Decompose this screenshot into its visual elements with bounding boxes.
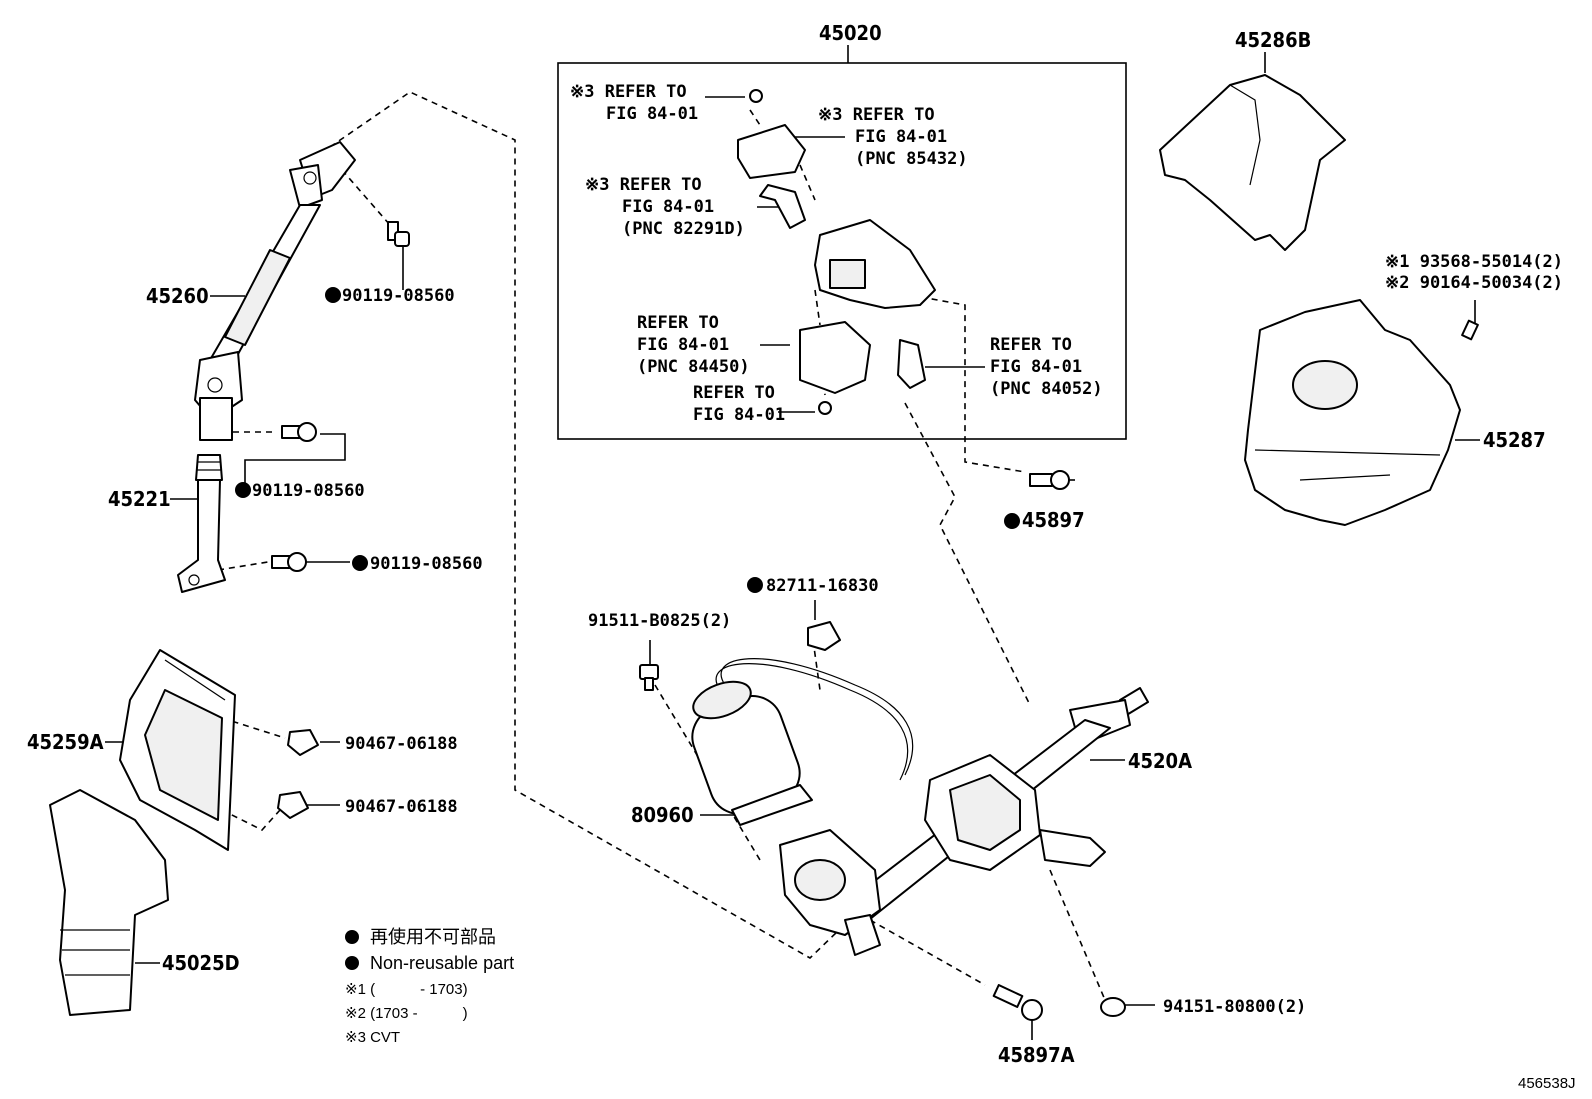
label-45287: 45287	[1483, 428, 1546, 452]
non-reusable-markers	[235, 287, 1020, 593]
nut-94151-80800[interactable]	[1100, 997, 1126, 1017]
ref-note-5-line2: FIG 84-01	[693, 405, 785, 425]
leader-lines	[105, 45, 1480, 1040]
bolt-90119-08560-upper[interactable]	[387, 221, 410, 247]
part-labels: 45020 45286B 45260 45221 45259A 45025D 4…	[27, 21, 1563, 1067]
ref-note-3-line2: FIG 84-01	[622, 197, 714, 217]
bolt-90119-08560-middle[interactable]	[281, 422, 317, 442]
legend-note-1: ※1 ( - 1703)	[345, 981, 468, 998]
label-4520A: 4520A	[1128, 749, 1192, 773]
ref-note-1-line1: ※3 REFER TO	[570, 82, 687, 102]
bolt-45897[interactable]	[1029, 470, 1070, 490]
steering-column-assembly-4520A[interactable]	[779, 687, 1149, 956]
label-90467-06188-2: 90467-06188	[345, 797, 458, 817]
legend-jp: 再使用不可部品	[370, 927, 496, 947]
clamp-82711-16830[interactable]	[807, 621, 841, 651]
bolt-90119-08560-lower[interactable]	[271, 552, 307, 572]
ref-note-3-line1: ※3 REFER TO	[585, 175, 702, 195]
label-45260: 45260	[146, 284, 209, 308]
ref-note-2-line3: (PNC 85432)	[855, 149, 968, 169]
ref-note-5-line1: REFER TO	[693, 383, 775, 403]
ref-note-6-line1: REFER TO	[990, 335, 1072, 355]
legend-en: Non-reusable part	[370, 953, 514, 973]
ref-note-1-line2: FIG 84-01	[606, 104, 698, 124]
label-90119-08560-1: 90119-08560	[342, 286, 455, 306]
column-shaft-45221[interactable]	[177, 454, 226, 593]
boot-45025D[interactable]	[49, 789, 169, 1016]
label-45259A: 45259A	[27, 730, 104, 754]
ref-note-3-line3: (PNC 82291D)	[622, 219, 745, 239]
label-90119-08560-2: 90119-08560	[252, 481, 365, 501]
legend-note-3: ※3 CVT	[345, 1029, 400, 1046]
label-45020: 45020	[819, 21, 882, 45]
label-45221: 45221	[108, 487, 171, 511]
ref-note-4-line3: (PNC 84450)	[637, 357, 750, 377]
clip-90467-06188-upper[interactable]	[287, 729, 319, 756]
legend: 再使用不可部品 Non-reusable part ※1 ( - 1703) ※…	[345, 927, 514, 1046]
label-45897A: 45897A	[998, 1043, 1075, 1067]
clip-90467-06188-lower[interactable]	[277, 791, 309, 819]
power-steering-motor-80960[interactable]	[684, 658, 914, 826]
ref-note-4-line1: REFER TO	[637, 313, 719, 333]
bolt-91511-B0825[interactable]	[639, 664, 659, 691]
ref-note-6-line2: FIG 84-01	[990, 357, 1082, 377]
ref-note-2-line1: ※3 REFER TO	[818, 105, 935, 125]
label-82711-16830: 82711-16830	[766, 576, 879, 596]
label-90467-06188-1: 90467-06188	[345, 734, 458, 754]
upper-column-cover-45286B[interactable]	[1159, 74, 1346, 251]
ref-note-4-line2: FIG 84-01	[637, 335, 729, 355]
label-45897: 45897	[1022, 508, 1085, 532]
label-45286B: 45286B	[1235, 28, 1311, 52]
intermediate-shaft-45260[interactable]	[194, 141, 356, 441]
label-90164-50034: ※2 90164-50034(2)	[1385, 273, 1563, 293]
label-80960: 80960	[631, 803, 694, 827]
ref-note-2-line2: FIG 84-01	[855, 127, 947, 147]
refer-to-notes: ※3 REFER TO FIG 84-01 ※3 REFER TO FIG 84…	[570, 82, 1103, 425]
lower-column-cover-45287[interactable]	[1244, 299, 1461, 526]
assembly-45020-box	[557, 62, 1127, 440]
assembly-dashed-lines	[217, 91, 1106, 1001]
bolt-45897A[interactable]	[992, 984, 1043, 1021]
diagram-code: 456538J	[1518, 1075, 1576, 1092]
label-93568-55014: ※1 93568-55014(2)	[1385, 252, 1563, 272]
label-94151-80800: 94151-80800(2)	[1163, 997, 1306, 1017]
legend-note-2: ※2 (1703 - )	[345, 1005, 468, 1022]
ignition-switch-assembly-parts[interactable]	[737, 89, 936, 415]
label-91511-B0825: 91511-B0825(2)	[588, 611, 731, 631]
column-hole-cover-45259A[interactable]	[119, 649, 236, 851]
label-90119-08560-3: 90119-08560	[370, 554, 483, 574]
screw-93568-90164[interactable]	[1461, 319, 1479, 341]
label-45025D: 45025D	[162, 951, 240, 975]
ref-note-6-line3: (PNC 84052)	[990, 379, 1103, 399]
